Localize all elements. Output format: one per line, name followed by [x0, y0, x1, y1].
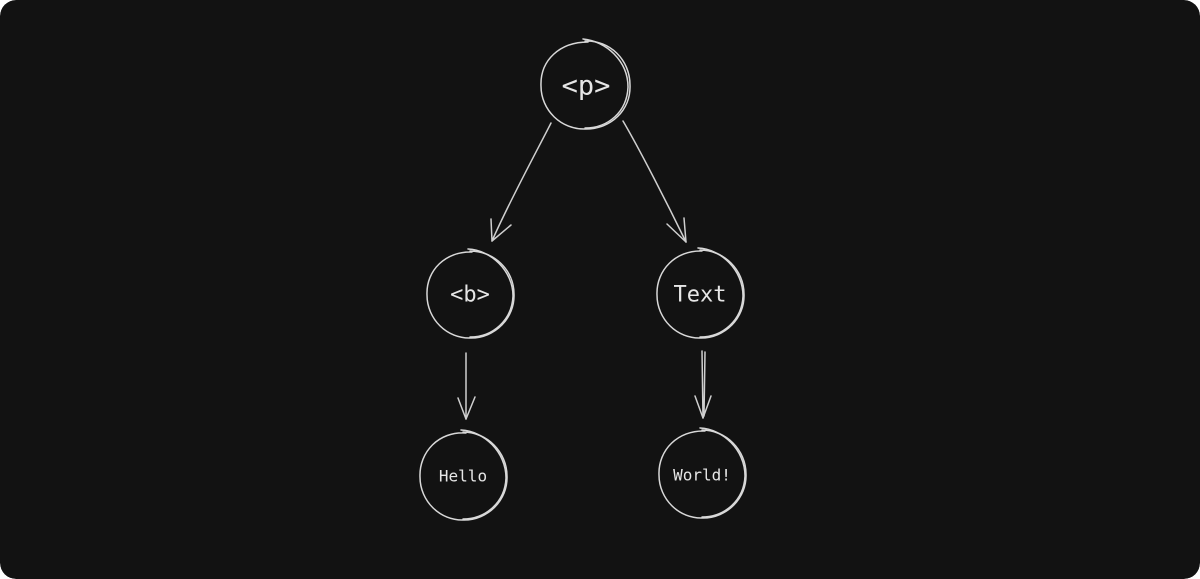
node-p-label: <p> [562, 71, 611, 102]
node-p: <p> [540, 38, 631, 130]
node-b-label: <b> [450, 283, 490, 308]
node-world: World! [658, 427, 747, 519]
edge-p-to-b [490, 122, 552, 242]
node-b: <b> [426, 248, 515, 339]
edge-b-to-hello [457, 352, 476, 420]
edge-p-to-text [622, 120, 687, 243]
node-hello-label: Hello [439, 467, 487, 486]
node-hello: Hello [419, 429, 508, 521]
edge-text-to-world [694, 350, 712, 419]
node-text: Text [656, 247, 745, 339]
node-text-label: Text [674, 283, 727, 308]
node-world-label: World! [673, 466, 731, 485]
